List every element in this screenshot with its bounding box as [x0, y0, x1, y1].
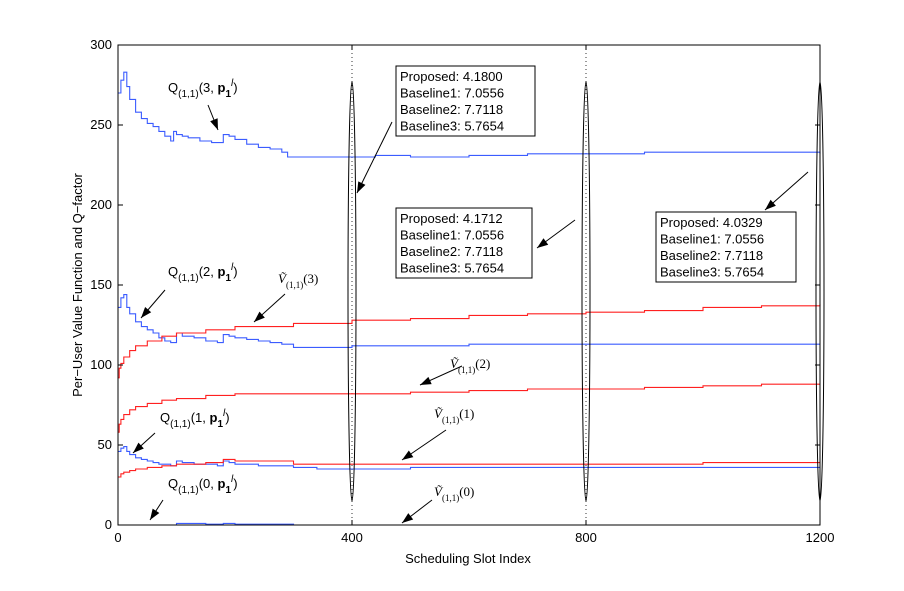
series-line-6 — [118, 458, 820, 478]
label-q-2: Q(1,1)(2, p1l) — [168, 262, 238, 284]
series-line-0 — [118, 71, 821, 158]
label-v-0: Ṽ(1,1)(0) — [434, 484, 474, 503]
x-tick-label-1200: 1200 — [806, 530, 835, 545]
annotation-box-1 — [395, 207, 533, 279]
label-v-1: Ṽ(1,1)(1) — [434, 406, 474, 425]
y-tick-label-0: 0 — [105, 517, 112, 532]
annotation-arrow-2-head — [765, 199, 776, 210]
y-tick-label-300: 300 — [90, 37, 112, 52]
annotation-box-0-line-2: Baseline2: 7.7118 — [400, 102, 503, 117]
y-tick-label-250: 250 — [90, 117, 112, 132]
series-line-4 — [118, 304, 821, 379]
annotation-box-1-line-2: Baseline2: 7.7118 — [400, 244, 503, 259]
arrow-v-2-head — [420, 376, 432, 385]
annotation-box-0-line-0: Proposed: 4.1800 — [400, 69, 503, 84]
series-line-5 — [118, 383, 820, 433]
annotation-arrow-1-head — [537, 238, 549, 248]
arrow-q-1-head — [133, 442, 144, 453]
arrow-q-0-head — [150, 508, 160, 520]
label-q-1: Q(1,1)(1, p1l) — [160, 408, 230, 430]
series-line-1 — [118, 294, 820, 348]
x-axis-label: Scheduling Slot Index — [405, 551, 531, 566]
label-v-2: Ṽ(1,1)(2) — [450, 356, 490, 375]
arrow-q-2-head — [141, 307, 152, 318]
arrow-v-0-head — [402, 513, 414, 523]
arrow-q-3-head — [210, 118, 218, 130]
annotation-box-0-line-3: Baseline3: 5.7654 — [400, 119, 504, 134]
annotation-box-2-line-0: Proposed: 4.0329 — [660, 215, 763, 230]
label-q-3: Q(1,1)(3, p1l) — [168, 78, 238, 100]
annotation-box-1-line-0: Proposed: 4.1712 — [400, 211, 503, 226]
annotation-box-0 — [395, 65, 536, 137]
highlight-ellipse-0 — [347, 81, 357, 502]
y-axis-label: Per−User Value Function and Q−factor — [70, 172, 85, 396]
arrow-v-3-head — [254, 311, 265, 322]
x-tick-label-800: 800 — [575, 530, 597, 545]
series-line-2 — [118, 446, 820, 470]
highlight-ellipse-1 — [581, 81, 591, 502]
annotation-box-2 — [655, 211, 797, 283]
y-tick-label-100: 100 — [90, 357, 112, 372]
annotation-box-2-line-1: Baseline1: 7.0556 — [660, 232, 764, 247]
annotation-arrow-0 — [356, 121, 393, 194]
label-v-3: Ṽ(1,1)(3) — [278, 271, 318, 290]
y-tick-label-200: 200 — [90, 197, 112, 212]
label-q-0: Q(1,1)(0, p1l) — [168, 474, 238, 496]
y-tick-label-150: 150 — [90, 277, 112, 292]
x-tick-label-0: 0 — [114, 530, 121, 545]
highlight-ellipse-2 — [815, 81, 825, 502]
annotation-box-0-line-1: Baseline1: 7.0556 — [400, 86, 504, 101]
y-tick-label-50: 50 — [98, 437, 112, 452]
annotation-arrow-0-head — [357, 181, 366, 193]
x-tick-label-400: 400 — [341, 530, 363, 545]
annotation-box-1-line-3: Baseline3: 5.7654 — [400, 261, 504, 276]
annotation-box-2-line-3: Baseline3: 5.7654 — [660, 265, 764, 280]
annotation-box-1-line-1: Baseline1: 7.0556 — [400, 228, 504, 243]
arrow-v-1-head — [402, 450, 414, 460]
annotation-box-2-line-2: Baseline2: 7.7118 — [660, 248, 763, 263]
